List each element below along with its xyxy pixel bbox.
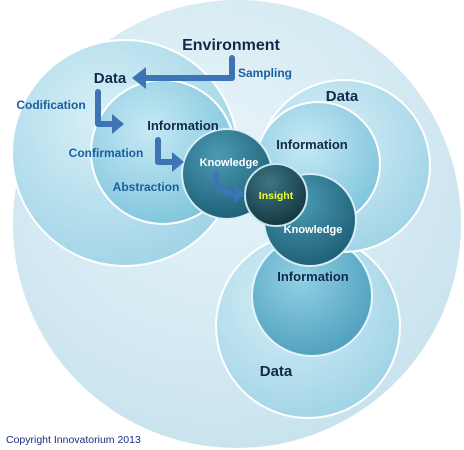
codification-arrow — [95, 89, 117, 127]
left-information-label: Information — [147, 118, 219, 133]
abstraction-label: Abstraction — [113, 180, 180, 194]
codification-label: Codification — [16, 98, 85, 112]
codification-arrowhead — [112, 114, 124, 134]
lower-data-label: Data — [260, 363, 293, 380]
environment-label: Environment — [182, 37, 280, 54]
sampling-label: Sampling — [238, 66, 292, 80]
left-data-label: Data — [94, 70, 127, 87]
copyright-notice: Copyright Innovatorium 2013 — [6, 434, 141, 446]
confirmation-arrowhead — [172, 152, 184, 172]
sampling-arrowhead — [132, 67, 146, 89]
confirmation-arrow — [155, 137, 177, 165]
confirmation-label: Confirmation — [69, 146, 144, 160]
upper-right-knowledge-label: Knowledge — [284, 224, 343, 236]
sampling-arrow — [143, 55, 235, 81]
insight-label: Insight — [259, 190, 294, 202]
insight-circle — [244, 163, 308, 227]
abstraction-arrow — [212, 171, 239, 197]
upper-right-data-label: Data — [326, 88, 359, 105]
abstraction-arrowhead — [234, 185, 245, 203]
lower-information-label: Information — [277, 269, 349, 284]
left-knowledge-label: Knowledge — [200, 157, 259, 169]
upper-right-information-label: Information — [276, 137, 348, 152]
